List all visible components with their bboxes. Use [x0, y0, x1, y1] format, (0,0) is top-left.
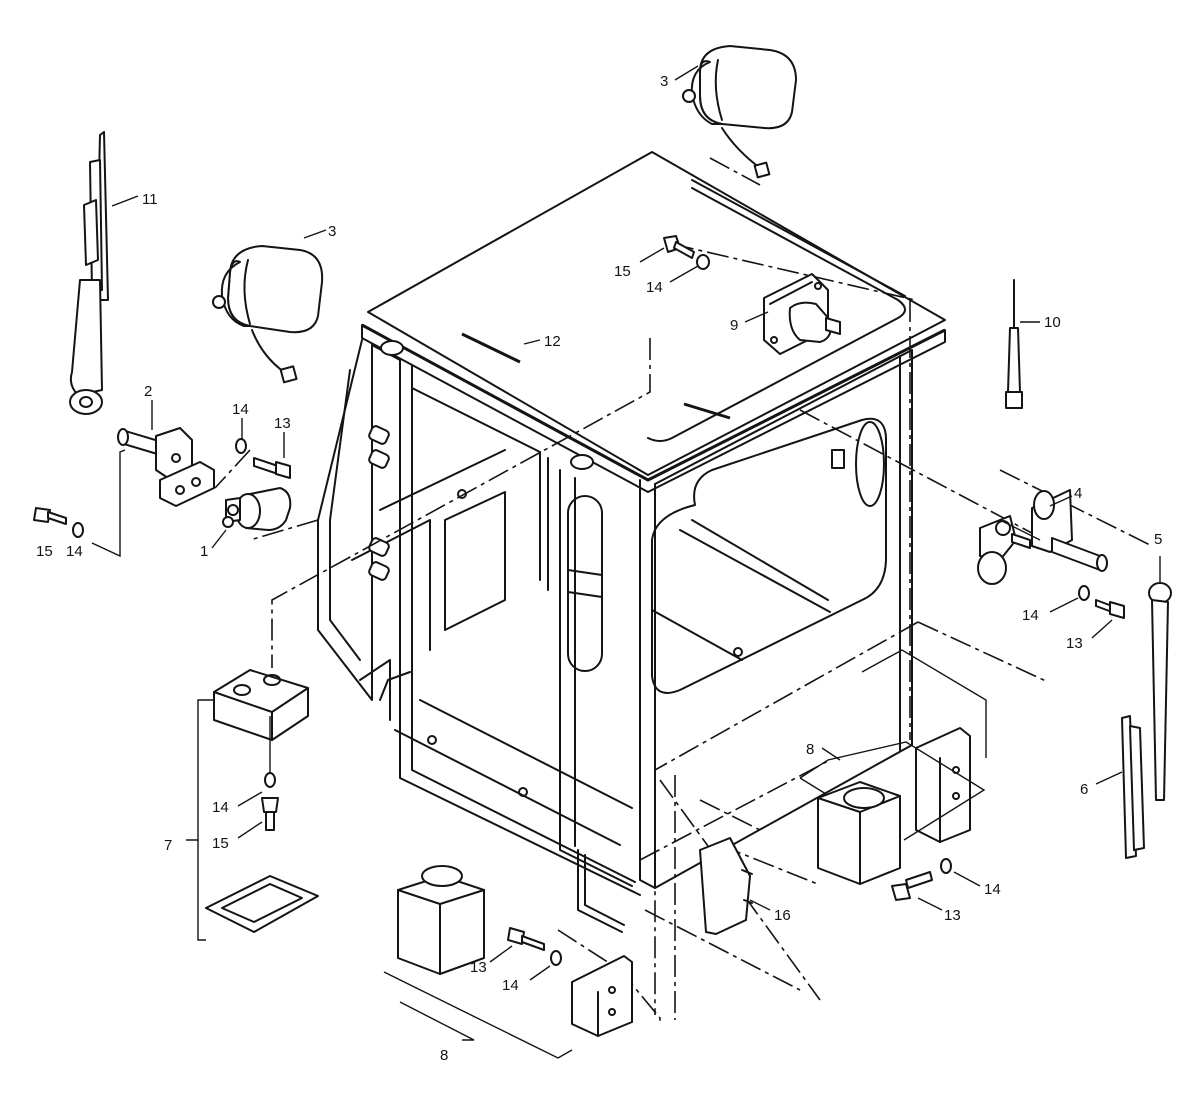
bolt — [891, 883, 911, 901]
right-side-window — [651, 417, 887, 694]
assembly-lines — [214, 157, 1151, 1025]
cab-roof — [367, 151, 946, 476]
callout-11: 11 — [142, 191, 158, 208]
wiper-arm-left — [69, 131, 109, 415]
bolt — [261, 797, 279, 813]
door-post — [559, 469, 633, 887]
work-lamp-top — [682, 45, 797, 179]
callout-16: 16 — [774, 907, 791, 924]
washer — [696, 254, 710, 270]
washer — [72, 522, 84, 538]
callout-14-plate: 14 — [212, 799, 229, 816]
bolt — [253, 457, 279, 475]
door-post-slot — [567, 495, 603, 672]
callout-14-tank-left: 14 — [502, 977, 519, 994]
washer — [940, 858, 952, 874]
antenna — [1005, 279, 1023, 409]
callout-8-left: 8 — [440, 1047, 448, 1064]
callout-15-top: 15 — [614, 263, 631, 280]
gasket — [205, 875, 319, 933]
left-side-wall — [317, 339, 373, 701]
roof-rail — [647, 187, 906, 442]
tank-bracket-left — [571, 955, 633, 1037]
cover-plate — [699, 837, 753, 935]
callout-13-tank-right: 13 — [944, 907, 961, 924]
washer — [1078, 585, 1090, 601]
bolt — [33, 507, 51, 523]
roof-strip — [461, 332, 521, 364]
wiper-arm-right — [1121, 582, 1172, 859]
wiper-pivot-bracket-right — [977, 489, 1125, 619]
wiper-motor-top — [663, 235, 841, 355]
wire-harness — [577, 849, 623, 933]
roof-lip — [361, 324, 946, 493]
callout-3-left: 3 — [328, 223, 336, 240]
rear-window — [444, 491, 506, 631]
callout-9: 9 — [730, 317, 738, 334]
callout-13-bracket: 13 — [274, 415, 291, 432]
tank-bracket-right — [915, 727, 971, 843]
wiper-pivot-bracket — [117, 427, 215, 507]
callout-13-tank-left: 13 — [470, 959, 487, 976]
callout-14-bracket: 14 — [232, 401, 249, 418]
washer — [235, 438, 247, 454]
leader-lines — [111, 65, 1161, 1059]
callout-8-right: 8 — [806, 741, 814, 758]
washer-tank-right — [817, 727, 971, 901]
callout-12: 12 — [544, 333, 561, 350]
cab-frame — [317, 151, 946, 933]
side-slot — [855, 421, 885, 507]
callout-2: 2 — [144, 383, 152, 400]
washer-tank-left — [397, 865, 633, 1037]
lift-eye — [380, 340, 404, 356]
door-top — [411, 387, 541, 581]
callout-7: 7 — [164, 837, 172, 854]
callout-14-right: 14 — [1022, 607, 1039, 624]
right-side-wall — [654, 349, 913, 889]
callout-5: 5 — [1154, 531, 1162, 548]
callout-1: 1 — [200, 543, 208, 560]
callout-labels: 3 3 11 2 14 13 1 15 14 15 14 9 12 10 4 5… — [36, 73, 1162, 1064]
callout-14-top: 14 — [646, 279, 663, 296]
callout-6: 6 — [1080, 781, 1088, 798]
callout-4: 4 — [1074, 485, 1082, 502]
callout-14-tank-right: 14 — [984, 881, 1001, 898]
bolt-washer-set-left — [33, 438, 291, 558]
callout-13-right: 13 — [1066, 635, 1083, 652]
washer — [550, 950, 562, 966]
work-lamp-left — [212, 245, 324, 384]
callout-15-left: 15 — [36, 543, 53, 560]
callout-10: 10 — [1044, 314, 1061, 331]
roof-front-edge — [361, 323, 946, 482]
hinge-tab — [368, 425, 390, 445]
callout-3-top: 3 — [660, 73, 668, 90]
mounting-plate — [205, 669, 319, 933]
callout-14-left: 14 — [66, 543, 83, 560]
bolt — [507, 927, 525, 945]
callout-15-plate: 15 — [212, 835, 229, 852]
wiper-motor-left — [222, 487, 292, 531]
washer — [264, 772, 276, 788]
